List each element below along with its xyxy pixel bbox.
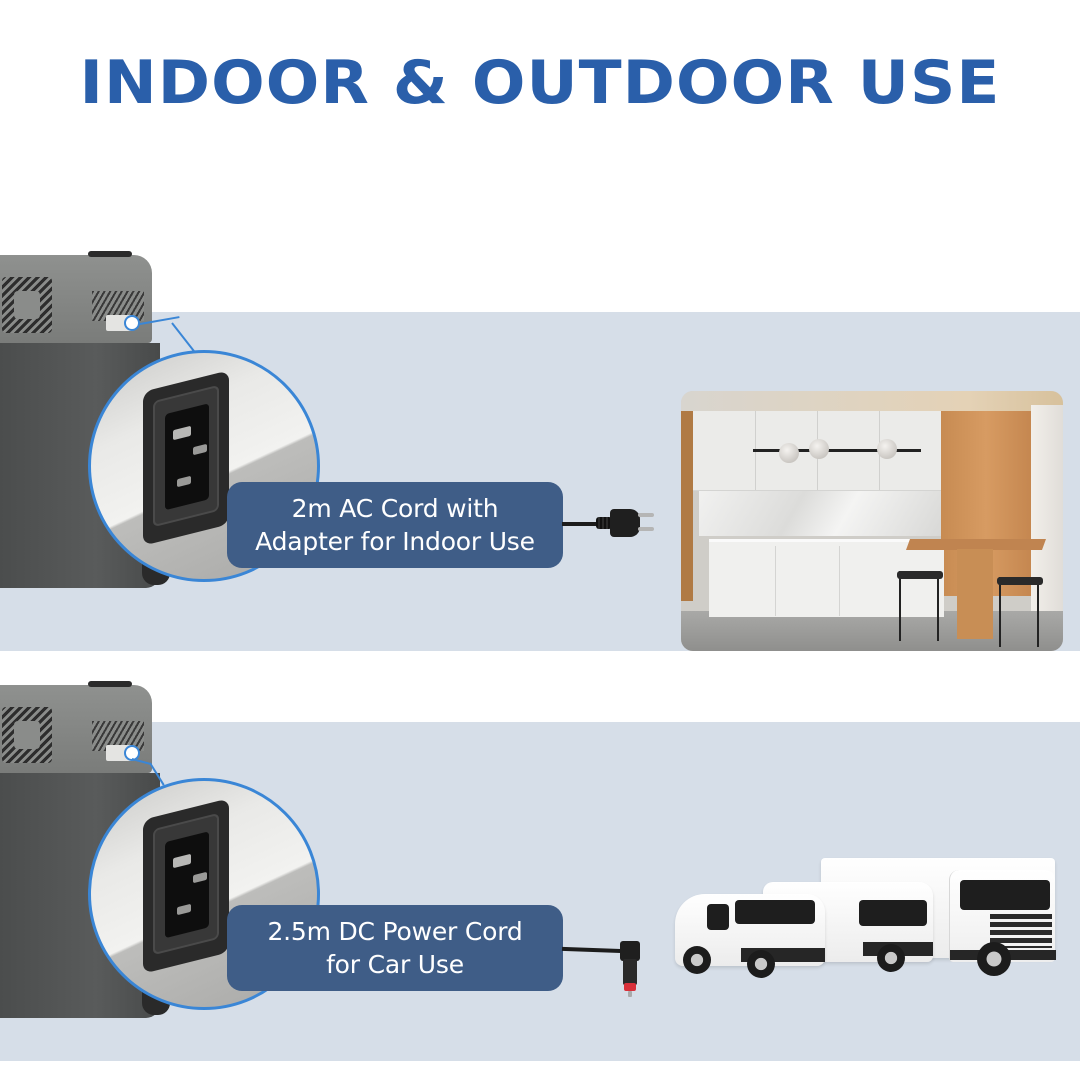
car-label-line-1: 2.5m DC Power Cord (267, 917, 523, 946)
fan-vent-icon (2, 707, 52, 763)
indoor-label-line-1: 2m AC Cord with (291, 494, 499, 523)
indoor-label-line-2: Adapter for Indoor Use (255, 527, 535, 556)
vehicles-photo (673, 850, 1063, 980)
bar-stool (997, 577, 1043, 647)
car-label-line-2: for Car Use (326, 950, 464, 979)
car-cigarette-plug-icon (620, 941, 640, 999)
kitchen-photo (681, 391, 1063, 651)
page-title: INDOOR & OUTDOOR USE (79, 48, 1001, 118)
fan-vent-icon (2, 277, 52, 333)
bar-stool (897, 571, 943, 641)
cooler-handle (88, 251, 132, 257)
callout-dot (124, 315, 140, 331)
indoor-cord-label: 2m AC Cord with Adapter for Indoor Use (227, 482, 563, 568)
dc-power-socket-icon (143, 798, 229, 974)
cooler-lid (0, 681, 152, 773)
marble-backsplash (699, 491, 941, 536)
ac-power-socket-icon (143, 370, 229, 546)
kitchen-island (709, 539, 944, 617)
car-cord-label: 2.5m DC Power Cord for Car Use (227, 905, 563, 991)
cooler-handle (88, 681, 132, 687)
ac-cord (562, 522, 598, 526)
cooler-lid (0, 251, 152, 343)
ac-plug-icon (596, 505, 656, 541)
pendant-lamp (753, 449, 921, 452)
small-van (675, 894, 825, 978)
